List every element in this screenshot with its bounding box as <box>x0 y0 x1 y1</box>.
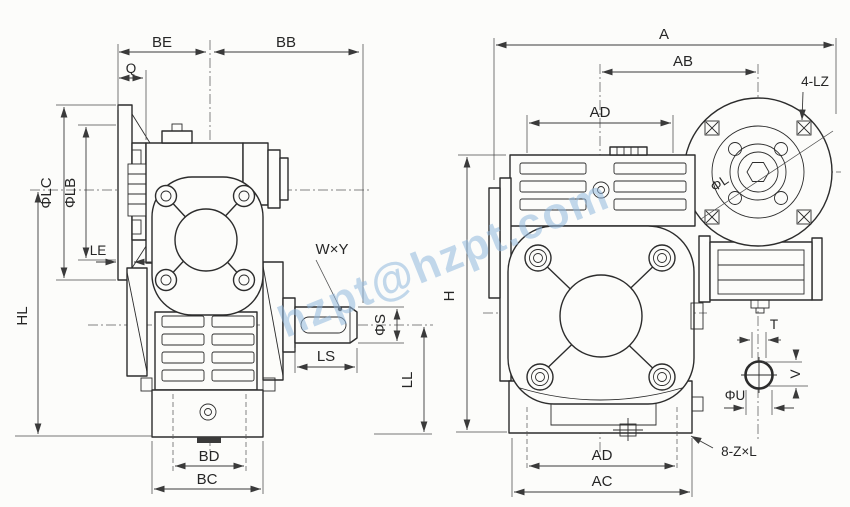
bottom-clamp <box>613 418 643 441</box>
dim-label-phi-u: ΦU <box>725 388 746 403</box>
left-view-side <box>30 40 433 452</box>
motor-flange <box>683 97 833 247</box>
dim-label-v: V <box>788 369 803 378</box>
dim-label-ad-top: AD <box>590 104 611 121</box>
corner-bolt <box>154 184 256 292</box>
corner-bolt <box>524 244 676 391</box>
drain-notch <box>197 437 221 443</box>
dim-label-bb: BB <box>276 34 296 51</box>
right-view-dimensions: A AB AD 4-LZ ΦL H AD AC 8-Z×L T V ΦU <box>441 26 837 497</box>
dim-label-phi-s: ΦS <box>372 314 389 336</box>
input-flange <box>117 104 153 281</box>
keyway-slot <box>300 316 347 334</box>
side-ribs <box>126 261 296 381</box>
output-shaft <box>294 306 358 344</box>
dim-label-bd: BD <box>199 448 220 465</box>
cooling-fins <box>154 311 258 391</box>
gear-chamber <box>151 176 264 316</box>
shaft-section-detail <box>741 357 777 393</box>
phi-l-leader <box>700 130 834 220</box>
dim-label-phi-lb: ΦLB <box>62 178 79 208</box>
gear-chamber-front <box>507 225 704 441</box>
worm-box <box>698 235 823 314</box>
dim-label-a: A <box>659 26 669 43</box>
flange-bolt-slots <box>704 120 812 225</box>
base-foot <box>140 377 276 443</box>
dim-label-ab: AB <box>673 53 693 70</box>
dim-label-8-zl: 8-Z×L <box>721 444 757 459</box>
dim-label-4-lz: 4-LZ <box>801 74 829 89</box>
dim-label-wxy: W×Y <box>316 241 349 258</box>
dim-label-bc: BC <box>197 471 218 488</box>
right-view-front <box>483 64 841 452</box>
dim-label-h: H <box>441 291 458 302</box>
dim-label-t: T <box>770 317 778 332</box>
dim-label-q: Q <box>126 61 137 76</box>
dim-label-phi-lc: ΦLC <box>38 177 55 208</box>
left-view-dimensions: BE BB Q ΦLC ΦLB LE HL W×Y ΦS LS LL BD BC <box>14 34 432 494</box>
dim-label-ac: AC <box>592 473 613 490</box>
dim-label-le: LE <box>90 243 107 258</box>
input-bore <box>746 162 770 182</box>
dim-label-be: BE <box>152 34 172 51</box>
dim-label-ll: LL <box>399 372 416 389</box>
dim-label-hl: HL <box>14 306 31 325</box>
dim-label-ad-bottom: AD <box>592 447 613 464</box>
top-cap <box>509 146 696 227</box>
dim-label-ls: LS <box>317 348 335 365</box>
